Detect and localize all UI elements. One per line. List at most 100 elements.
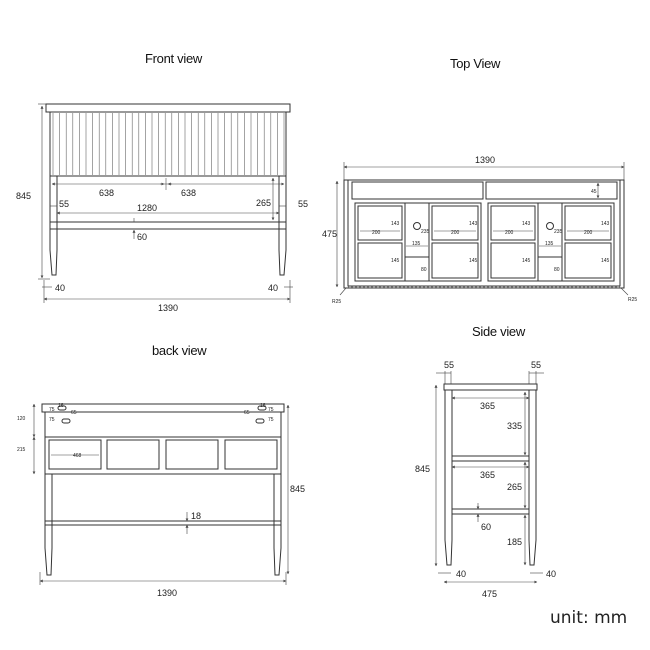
side-post-left-label: 55 bbox=[444, 360, 454, 370]
top-radius-left-leader bbox=[339, 287, 347, 296]
side-view: 55 55 365 335 365 265 60 185 845 bbox=[415, 360, 556, 599]
front-view: 845 638 638 55 55 1280 265 60 40 40 1390 bbox=[16, 103, 308, 313]
top-cable-hole-left bbox=[413, 222, 421, 230]
front-leg-right-label: 40 bbox=[268, 283, 278, 293]
back-view-title: back view bbox=[152, 343, 207, 358]
top-box-7 bbox=[490, 242, 536, 279]
top-box-h-5-label: 145 bbox=[391, 258, 400, 264]
side-top-slab bbox=[443, 383, 538, 391]
front-flutes bbox=[52, 113, 285, 175]
top-outline bbox=[343, 179, 625, 289]
back-panel-1 bbox=[48, 439, 102, 470]
top-center-low-2-label: 80 bbox=[554, 267, 560, 273]
back-hole-4-label: 75 bbox=[49, 417, 55, 423]
top-box-h-7-label: 145 bbox=[522, 258, 531, 264]
top-view: 1390 45 200 200 200 200 bbox=[322, 155, 637, 305]
side-upper-h-label: 335 bbox=[507, 421, 522, 431]
side-leg-left-label: 40 bbox=[456, 569, 466, 579]
back-drawer-zone-label: 215 bbox=[17, 447, 26, 453]
back-hole-6-label: 16 bbox=[260, 403, 266, 409]
front-leg-left-label: 40 bbox=[55, 283, 65, 293]
side-right-post bbox=[528, 390, 537, 566]
back-panel-2 bbox=[106, 439, 160, 470]
top-rail-left bbox=[351, 181, 484, 200]
top-box-w-1-label: 200 bbox=[372, 230, 381, 236]
top-box-h-3-label: 143 bbox=[522, 221, 531, 227]
top-box-5 bbox=[357, 242, 403, 279]
top-fluted-edge bbox=[347, 285, 621, 289]
top-box-1 bbox=[357, 205, 403, 241]
back-shelf-label: 18 bbox=[191, 511, 201, 521]
back-panel-4 bbox=[224, 439, 278, 470]
top-left-bay-b bbox=[428, 202, 482, 282]
top-center-h-1-label: 235 bbox=[421, 229, 430, 235]
top-rail-right bbox=[485, 181, 618, 200]
side-depth-label: 475 bbox=[482, 589, 497, 599]
top-box-3 bbox=[490, 205, 536, 241]
top-radius-right-label: R25 bbox=[628, 297, 637, 303]
front-left-leg bbox=[49, 176, 58, 276]
back-frame bbox=[44, 411, 282, 475]
top-center-w-2-label: 135 bbox=[545, 241, 554, 247]
front-inner-width-label: 1280 bbox=[137, 203, 157, 213]
back-hole-5-label: 65 bbox=[244, 410, 250, 416]
top-box-h-1-label: 143 bbox=[391, 221, 400, 227]
back-view: 468 75 16 65 75 65 16 75 75 18 120 215 8… bbox=[17, 403, 305, 598]
top-radius-left-label: R25 bbox=[332, 299, 341, 305]
back-left-leg bbox=[44, 474, 53, 576]
top-box-h-2-label: 143 bbox=[469, 221, 478, 227]
side-post-right-label: 55 bbox=[531, 360, 541, 370]
back-hole-8-label: 75 bbox=[268, 417, 274, 423]
top-box-h-4-label: 143 bbox=[601, 221, 610, 227]
back-hole-1-label: 75 bbox=[49, 407, 55, 413]
top-right-bay-a bbox=[487, 202, 539, 282]
front-fluted-panel bbox=[49, 111, 287, 177]
top-box-8 bbox=[564, 242, 612, 279]
top-cable-hole-right bbox=[546, 222, 554, 230]
top-box-h-8-label: 145 bbox=[601, 258, 610, 264]
top-center-w-1-label: 135 bbox=[412, 241, 421, 247]
side-left-post bbox=[444, 390, 453, 566]
top-center-low-1-label: 80 bbox=[421, 267, 427, 273]
top-inner-outline bbox=[347, 179, 621, 287]
unit-label: unit: mm bbox=[550, 608, 628, 628]
top-right-bay-b bbox=[561, 202, 615, 282]
back-panel-w-label: 468 bbox=[73, 453, 82, 459]
back-hole-7-label: 75 bbox=[268, 407, 274, 413]
side-height-label: 845 bbox=[415, 464, 430, 474]
side-mid-h-label: 265 bbox=[507, 482, 522, 492]
front-height-label: 845 bbox=[16, 191, 31, 201]
back-hole-right-top bbox=[257, 405, 267, 411]
back-height-label: 845 bbox=[290, 484, 305, 494]
back-width-label: 1390 bbox=[157, 588, 177, 598]
back-right-leg bbox=[273, 474, 282, 576]
top-center-h-2-label: 235 bbox=[554, 229, 563, 235]
back-hole-right-low bbox=[255, 418, 265, 424]
top-left-bay-a bbox=[354, 202, 406, 282]
front-side-left-label: 55 bbox=[59, 199, 69, 209]
top-radius-right-leader bbox=[620, 287, 629, 296]
back-rail-label: 120 bbox=[17, 416, 26, 422]
front-right-leg bbox=[278, 176, 287, 276]
top-box-h-6-label: 145 bbox=[469, 258, 478, 264]
side-depth-upper-label: 365 bbox=[480, 401, 495, 411]
front-side-right-label: 55 bbox=[298, 199, 308, 209]
front-right-half-label: 638 bbox=[181, 188, 196, 198]
top-box-w-4-label: 200 bbox=[584, 230, 593, 236]
side-view-title: Side view bbox=[472, 324, 525, 339]
front-width-label: 1390 bbox=[158, 303, 178, 313]
front-left-half-label: 638 bbox=[99, 188, 114, 198]
top-box-2 bbox=[431, 205, 479, 241]
top-box-w-3-label: 200 bbox=[505, 230, 514, 236]
top-box-4 bbox=[564, 205, 612, 241]
side-leg-right-label: 40 bbox=[546, 569, 556, 579]
back-hole-left-low bbox=[61, 418, 71, 424]
front-drawer-height-label: 265 bbox=[256, 198, 271, 208]
back-hole-left-top bbox=[57, 405, 67, 411]
top-box-6 bbox=[431, 242, 479, 279]
top-box-w-2-label: 200 bbox=[451, 230, 460, 236]
top-view-title: Top View bbox=[450, 56, 501, 71]
top-depth-label: 475 bbox=[322, 229, 337, 239]
back-panel-3 bbox=[165, 439, 219, 470]
